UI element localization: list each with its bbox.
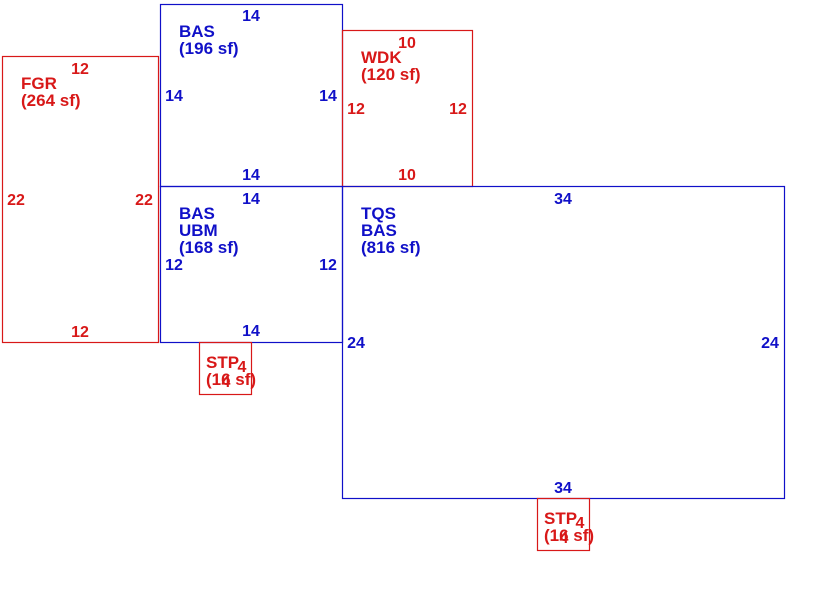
room-area: (120 sf) <box>361 65 421 84</box>
dimension-top: 14 <box>242 191 260 208</box>
room-code-1: BAS <box>179 204 215 223</box>
room-code: BAS <box>179 22 215 41</box>
dimension-bottom: 12 <box>71 324 89 341</box>
dimension-left: 12 <box>347 101 365 118</box>
dimension-right: 24 <box>761 335 779 352</box>
dimension-side: 4 <box>576 515 585 532</box>
dimension-bottom: 10 <box>398 167 416 184</box>
room-area: (168 sf) <box>179 238 239 257</box>
dimension-bottom: 4 <box>560 530 569 547</box>
room-code: STP <box>544 509 577 528</box>
dimension-left: 22 <box>7 192 25 209</box>
room-code-1: TQS <box>361 204 396 223</box>
room-code: FGR <box>21 74 57 93</box>
room-outline <box>536 497 591 552</box>
room-tqs-bas: TQS BAS (816 sf) 34 24 24 34 <box>341 185 786 500</box>
dimension-bottom: 14 <box>242 167 260 184</box>
room-code-2: BAS <box>361 221 397 240</box>
room-outline <box>1 55 160 344</box>
room-outline <box>198 341 253 396</box>
dimension-bottom: 4 <box>222 374 231 391</box>
room-stp-right: STP (16 sf) 4 4 <box>536 497 594 552</box>
dimension-right: 14 <box>319 88 337 105</box>
dimension-left: 14 <box>165 88 183 105</box>
room-bas-upper: BAS (196 sf) 14 14 14 14 <box>159 3 344 188</box>
dimension-bottom: 34 <box>554 480 572 497</box>
room-area: (816 sf) <box>361 238 421 257</box>
room-code: WDK <box>361 48 402 67</box>
dimension-bottom: 14 <box>242 323 260 340</box>
dimension-top: 10 <box>398 35 416 52</box>
dimension-top: 34 <box>554 191 572 208</box>
room-area: (196 sf) <box>179 39 239 58</box>
dimension-right: 12 <box>319 257 337 274</box>
room-code: STP <box>206 353 239 372</box>
dimension-left: 12 <box>165 257 183 274</box>
dimension-right: 12 <box>449 101 467 118</box>
room-fgr: FGR (264 sf) 12 22 22 12 <box>1 55 160 344</box>
room-area: (16 sf) <box>544 526 594 545</box>
room-wdk: WDK (120 sf) 10 12 12 10 <box>341 29 474 188</box>
dimension-top: 12 <box>71 61 89 78</box>
dimension-top: 14 <box>242 8 260 25</box>
dimension-side: 4 <box>238 359 247 376</box>
room-area: (264 sf) <box>21 91 81 110</box>
dimension-right: 22 <box>135 192 153 209</box>
room-bas-ubm: BAS UBM (168 sf) 14 12 12 14 <box>159 185 344 344</box>
room-outline <box>341 185 786 500</box>
room-code-2: UBM <box>179 221 218 240</box>
room-stp-left: STP (16 sf) 4 4 <box>198 341 256 396</box>
room-area: (16 sf) <box>206 370 256 389</box>
dimension-left: 24 <box>347 335 365 352</box>
